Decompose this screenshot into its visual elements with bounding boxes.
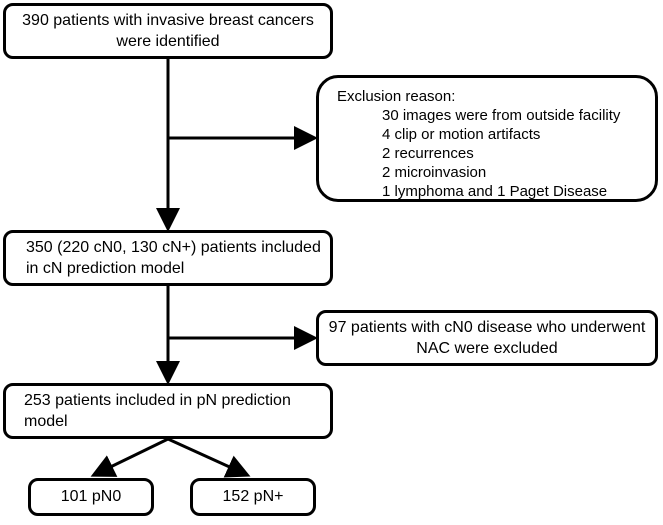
nac-excluded-box: 97 patients with cN0 disease who underwe… (316, 310, 658, 366)
cn-model-line-1: 350 (220 cN0, 130 cN+) patients included (26, 239, 321, 256)
pn-plus-label: 152 pN+ (222, 488, 284, 505)
exclusion-item: 1 lymphoma and 1 Paget Disease (382, 183, 608, 200)
arrow-to-pn0 (90, 437, 169, 477)
nac-excluded-line-1: 97 patients with cN0 disease who underwe… (328, 319, 646, 336)
pn-plus-box: 152 pN+ (190, 478, 316, 516)
pn-prediction-model-box: 253 patients included in pN prediction m… (3, 383, 333, 439)
exclusion-reason-box: Exclusion reason: 30 images were from ou… (316, 75, 658, 202)
pn0-label: 101 pN0 (60, 488, 122, 505)
nac-excluded-line-2: NAC were excluded (416, 340, 558, 357)
cn-model-line-2: in cN prediction model (26, 260, 185, 277)
identified-line-1: 390 patients with invasive breast cancer… (22, 12, 314, 29)
exclusion-heading: Exclusion reason: (337, 88, 456, 105)
exclusion-item: 2 microinvasion (382, 164, 487, 181)
identified-patients-box: 390 patients with invasive breast cancer… (3, 3, 333, 59)
exclusion-item: 2 recurrences (382, 145, 474, 162)
arrow-to-pn-plus (167, 437, 251, 478)
exclusion-item: 4 clip or motion artifacts (382, 126, 541, 143)
exclusion-item: 30 images were from outside facility (382, 107, 621, 124)
identified-line-2: were identified (116, 33, 220, 50)
exclusion-items-list: 30 images were from outside facility 4 c… (337, 106, 655, 201)
pn-model-line-2: model (24, 413, 68, 430)
cn-prediction-model-box: 350 (220 cN0, 130 cN+) patients included… (3, 230, 333, 286)
pn-model-line-1: 253 patients included in pN prediction (24, 392, 291, 409)
pn0-box: 101 pN0 (28, 478, 154, 516)
